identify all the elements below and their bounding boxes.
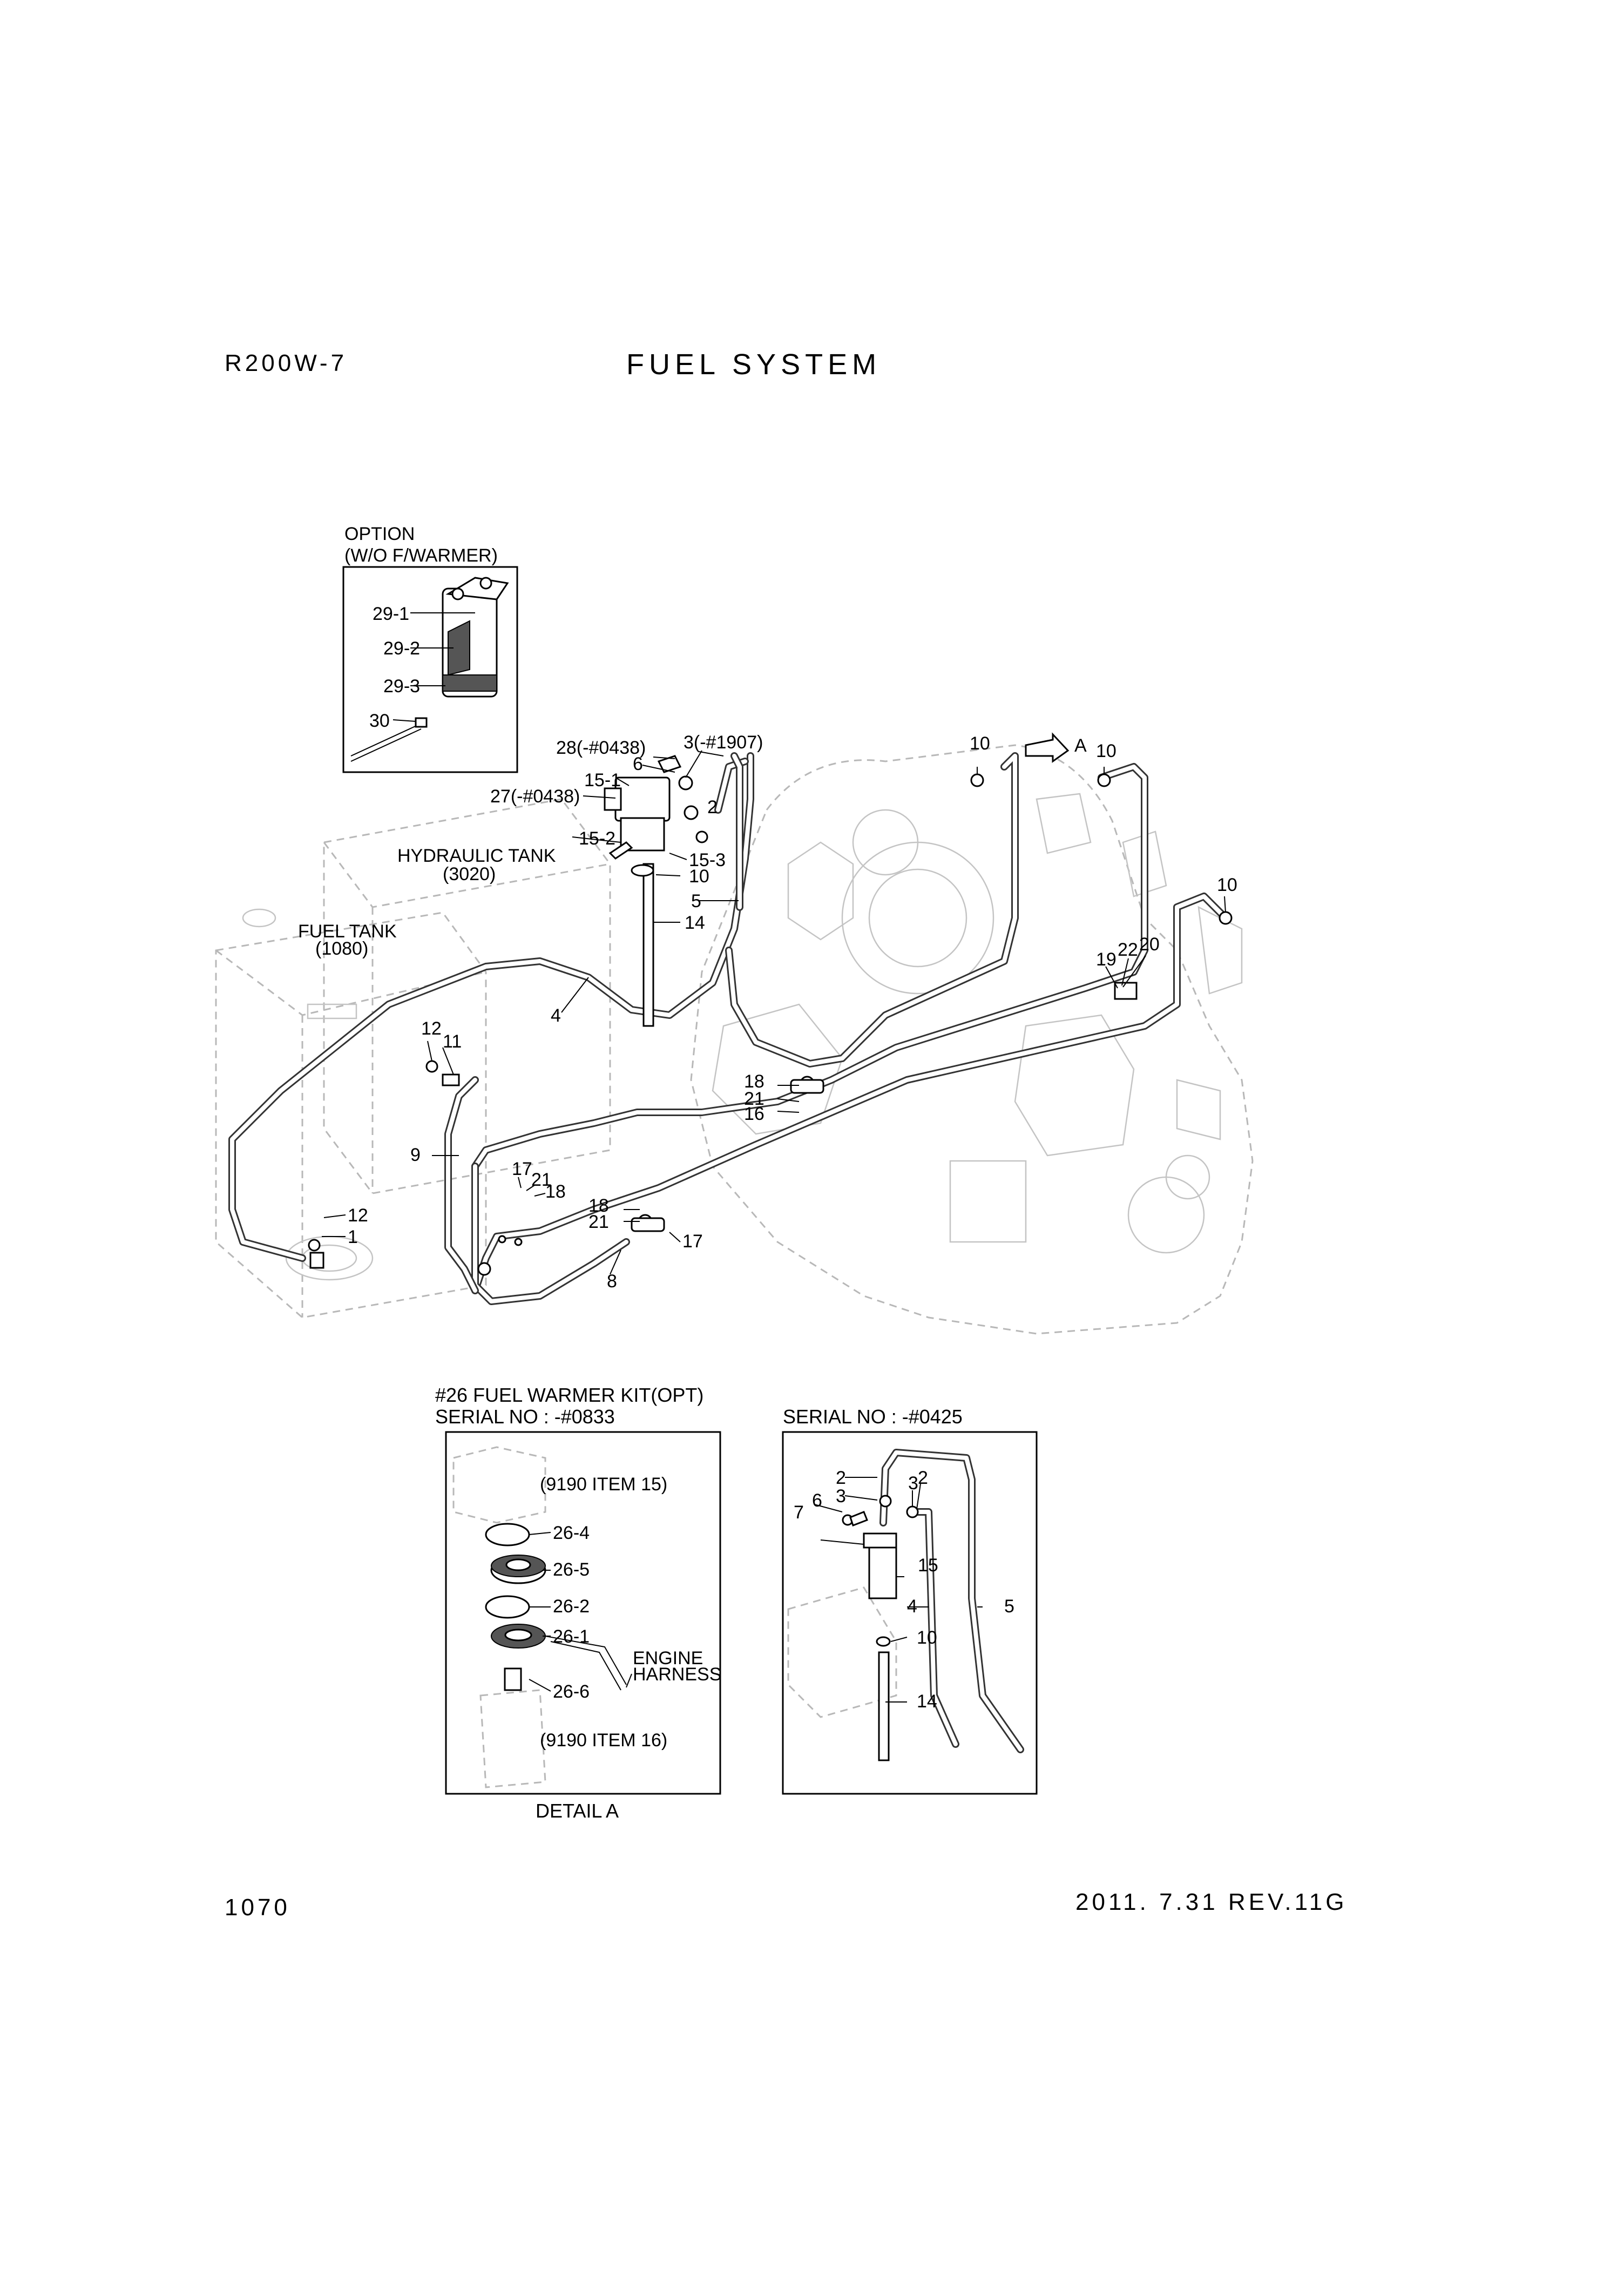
label-30: 30 (369, 711, 390, 731)
hydraulic-tank-label: HYDRAULIC TANK (397, 846, 556, 866)
label-26-4: 26-4 (553, 1523, 590, 1543)
hydraulic-tank-outline (323, 798, 611, 1194)
label-9: 9 (410, 1145, 421, 1165)
label-29-1: 29-1 (373, 604, 409, 624)
fuel-tank-label: FUEL TANK (298, 921, 397, 942)
option-filter-29 (350, 577, 509, 762)
label-29-3: 29-3 (383, 676, 420, 697)
label-18-a: 18 (545, 1181, 566, 1202)
label-12-a: 12 (421, 1018, 442, 1039)
engine-outline (690, 744, 1254, 1335)
label-12-b: 12 (348, 1205, 368, 1226)
return-line-right (471, 763, 1148, 1170)
detail-a-kit-title: #26 FUEL WARMER KIT(OPT) (435, 1384, 703, 1406)
label-18-b: 18 (744, 1071, 764, 1092)
label-6-serial: 6 (812, 1490, 822, 1511)
detail-a-parts (452, 1446, 632, 1788)
label-17-b: 17 (682, 1231, 703, 1252)
engine-harness-label-2: HARNESS (633, 1664, 721, 1685)
serial-0425-parts (787, 1449, 1024, 1761)
serial-0425-title: SERIAL NO : -#0425 (783, 1406, 963, 1428)
label-14: 14 (685, 913, 705, 933)
detail-a-serial: SERIAL NO : -#0833 (435, 1406, 615, 1428)
serial-0425-box (782, 1431, 1038, 1795)
label-17-a: 17 (512, 1159, 532, 1179)
label-10-serial: 10 (917, 1627, 937, 1648)
label-18-c: 18 (588, 1195, 609, 1216)
label-15-2: 15-2 (579, 828, 615, 849)
fuel-line-8 (471, 1163, 630, 1305)
label-11: 11 (443, 1031, 462, 1052)
revision-date: 2011. 7.31 REV.11G (1075, 1889, 1348, 1915)
label-5-serial: 5 (1004, 1596, 1014, 1617)
hydraulic-tank-code: (3020) (443, 864, 496, 884)
label-3-1907: 3(-#1907) (684, 732, 763, 753)
label-15: 15 (918, 1555, 938, 1576)
label-6: 6 (633, 754, 643, 774)
fuel-filter-assembly (604, 755, 708, 877)
label-10-b: 10 (970, 733, 990, 754)
label-21-c: 21 (588, 1212, 609, 1232)
label-8: 8 (607, 1271, 617, 1292)
label-5: 5 (691, 891, 701, 911)
option-title: OPTION (344, 524, 415, 544)
label-19: 19 (1096, 949, 1116, 970)
fuel-line-9 (444, 1076, 479, 1294)
clamp-fittings (308, 773, 1233, 1276)
label-3-a: 3 (836, 1486, 846, 1507)
label-29-2: 29-2 (383, 638, 420, 659)
label-3-b: 3 (908, 1473, 918, 1494)
detail-a-ref-bottom: (9190 ITEM 16) (540, 1730, 667, 1751)
label-10-d: 10 (1217, 875, 1237, 895)
hose-3 (730, 752, 743, 911)
return-line-upper (725, 752, 1019, 1068)
page-title: FUEL SYSTEM (626, 348, 882, 381)
label-4-serial: 4 (907, 1596, 917, 1617)
label-7: 7 (794, 1502, 804, 1523)
label-26-5: 26-5 (553, 1559, 590, 1580)
label-16: 16 (744, 1104, 764, 1124)
label-26-2: 26-2 (553, 1596, 590, 1617)
label-4: 4 (551, 1005, 561, 1026)
label-26-6: 26-6 (553, 1681, 590, 1702)
label-10-a: 10 (689, 866, 709, 887)
fuel-tank-code: (1080) (315, 938, 368, 959)
label-20: 20 (1139, 934, 1160, 955)
label-2-b: 2 (918, 1468, 928, 1488)
label-15-1: 15-1 (584, 770, 621, 791)
model-code: R200W-7 (225, 350, 348, 376)
option-subtitle: (W/O F/WARMER) (344, 545, 498, 566)
engine-harness-label: ENGINE (633, 1648, 703, 1668)
label-14-serial: 14 (917, 1691, 937, 1712)
label-28: 28(-#0438) (556, 738, 646, 758)
arrow-a-label: A (1074, 735, 1087, 756)
detail-a-caption: DETAIL A (536, 1800, 619, 1822)
detail-a-ref-top: (9190 ITEM 15) (540, 1474, 667, 1495)
label-10-c: 10 (1096, 741, 1116, 761)
fuel-line-14 (642, 863, 654, 1027)
label-2-a: 2 (836, 1468, 846, 1488)
option-box (342, 566, 518, 773)
page-number: 1070 (225, 1894, 290, 1921)
label-22: 22 (1118, 940, 1138, 960)
leader-lines (322, 612, 1226, 1703)
label-21-a: 21 (531, 1170, 552, 1190)
view-arrow-a (1025, 732, 1070, 763)
label-1: 1 (348, 1227, 358, 1247)
detail-a-box (445, 1431, 721, 1795)
label-2: 2 (707, 797, 718, 818)
label-26-1: 26-1 (553, 1626, 590, 1647)
label-27: 27(-#0438) (490, 786, 580, 807)
label-15-3: 15-3 (689, 850, 726, 870)
label-21-b: 21 (744, 1089, 764, 1109)
